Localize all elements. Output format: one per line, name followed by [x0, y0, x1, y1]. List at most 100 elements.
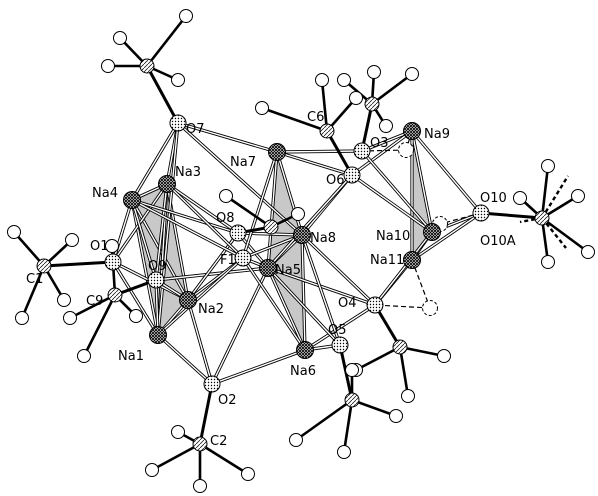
atom-c1-sphere — [36, 258, 52, 274]
label-na2: Na2 — [198, 302, 224, 317]
disorder-bond-ps2-o4 — [374, 304, 431, 309]
hydrogen-atom — [345, 363, 359, 377]
atom-o5-sphere — [331, 336, 349, 354]
atom-o3-sphere — [353, 142, 371, 160]
label-o4: O4 — [338, 296, 357, 311]
atom-c2-sphere — [192, 436, 208, 452]
atom-o2 — [203, 375, 221, 393]
bond-core-o6-na9 — [351, 130, 413, 176]
bond-core-f1-na3 — [166, 183, 244, 259]
hydrogen-atom — [65, 233, 79, 247]
bond-ct-h3 — [145, 15, 188, 67]
atom-na9-sphere — [403, 122, 421, 140]
label-o9: O9 — [148, 259, 167, 274]
hydrogen-atom — [405, 67, 419, 81]
bond-c6-h2 — [320, 79, 329, 132]
atom-o10 — [472, 204, 490, 222]
label-o10a: O10A — [480, 234, 516, 249]
atom-c3b — [364, 96, 380, 112]
label-c2: C2 — [210, 434, 227, 449]
label-na8: Na8 — [310, 231, 336, 246]
label-na10: Na10 — [376, 229, 410, 244]
atom-c5b — [344, 392, 360, 408]
hydrogen-atom — [571, 189, 585, 203]
atom-na1 — [149, 326, 167, 344]
bond-core-o2-na5 — [211, 267, 269, 385]
bond-core-na6-na8 — [301, 234, 306, 351]
atom-o6-sphere — [343, 166, 361, 184]
hydrogen-atom — [513, 191, 527, 205]
atom-o7 — [169, 114, 187, 132]
atom-c4b — [392, 339, 408, 355]
label-o2: O2 — [218, 393, 237, 408]
label-na7: Na7 — [230, 155, 256, 170]
atom-na9 — [403, 122, 421, 140]
hydrogen-atom — [437, 349, 451, 363]
bond-core-o1-na4 — [112, 199, 133, 263]
bond-c4b-h3 — [398, 346, 410, 397]
bond-core-o8-na4 — [131, 199, 239, 234]
hydrogen-atom — [241, 467, 255, 481]
atom-na1-sphere — [149, 326, 167, 344]
bond-core-o9-na1 — [155, 279, 159, 336]
disorder-methyl-bond-1 — [540, 175, 570, 219]
atom-na4-sphere — [123, 191, 141, 209]
bond-core-o6-na5 — [267, 174, 353, 269]
atom-o4 — [366, 296, 384, 314]
atom-na4 — [123, 191, 141, 209]
hydrogen-atom — [315, 73, 329, 87]
bond-network — [13, 15, 589, 486]
atom-c6-sphere — [319, 123, 335, 139]
atom-c9-sphere — [107, 287, 123, 303]
hydrogen-atom — [289, 433, 303, 447]
atom-na3 — [158, 175, 176, 193]
atom-na3-sphere — [158, 175, 176, 193]
bond-c5b-h1 — [295, 398, 353, 442]
bond-core-o2-na1 — [157, 334, 213, 385]
hydrogen-atom — [401, 389, 415, 403]
bond-c8b-h1 — [225, 194, 272, 229]
bond-core-o4-na8 — [301, 234, 376, 306]
label-o5: O5 — [328, 323, 347, 338]
hydrogen-atom — [171, 425, 185, 439]
bond-c10b-h1 — [540, 165, 550, 219]
hydrogen-atom — [15, 311, 29, 325]
atom-o2-sphere — [203, 375, 221, 393]
atom-na10 — [423, 223, 441, 241]
hydrogen-atom — [255, 101, 269, 115]
atom-c10b — [534, 210, 550, 226]
label-na4: Na4 — [92, 186, 118, 201]
bond-core-o1-na1 — [112, 261, 159, 336]
bond-core-o4-na6 — [304, 304, 376, 351]
hydrogen-atom — [337, 73, 351, 87]
hydrogen-atom — [7, 225, 21, 239]
bond-c5b-h2 — [342, 399, 354, 453]
bond-core-o9-na4 — [131, 199, 157, 281]
hydrogen-atom — [379, 119, 393, 133]
hydrogen-atom — [389, 409, 403, 423]
bond-core-o8-na3 — [166, 183, 239, 234]
bond-core-o7-na7 — [177, 122, 278, 153]
bond-c4b-h1 — [355, 345, 401, 372]
atom-o5 — [331, 336, 349, 354]
atom-na5-sphere — [259, 259, 277, 277]
label-o10: O10 — [480, 191, 507, 206]
hydrogen-atom — [113, 31, 127, 45]
hydrogen-atom — [367, 65, 381, 79]
hydrogen-atom — [541, 159, 555, 173]
hydrogen-atom — [541, 255, 555, 269]
bond-core-o4-na5 — [267, 267, 376, 306]
atom-o7-sphere — [169, 114, 187, 132]
hydrogen-atom — [105, 239, 119, 253]
bond-core-na1-na4 — [131, 199, 159, 336]
bond-c1-h1 — [13, 231, 45, 267]
atom-na11-sphere — [403, 251, 421, 269]
bond-c2-h3 — [199, 442, 249, 476]
atom-c8b — [263, 219, 279, 235]
atom-c10b-sphere — [534, 210, 550, 226]
bond-core-o7-na4 — [131, 122, 179, 201]
atom-c8b-sphere — [263, 219, 279, 235]
bond-o1-c1 — [43, 260, 114, 268]
atom-na7-sphere — [268, 143, 286, 161]
